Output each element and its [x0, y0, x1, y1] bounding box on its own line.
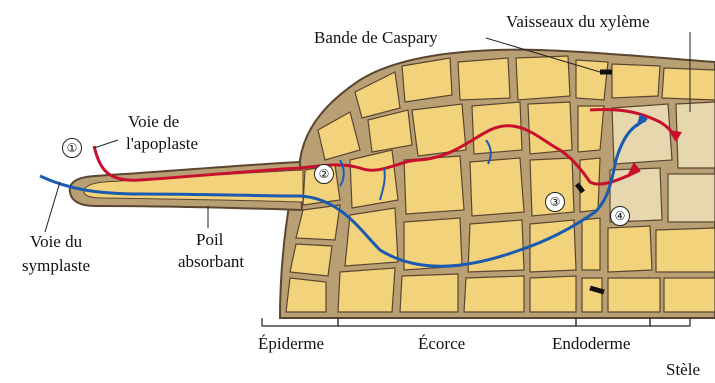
- cortex-cell: [345, 208, 398, 266]
- label-poil-absorbant-line2: absorbant: [178, 252, 244, 271]
- cortex-cell: [400, 274, 458, 312]
- xylem-vessel: [668, 174, 715, 222]
- cortex-cell: [530, 276, 576, 312]
- cortex-cell: [464, 276, 524, 312]
- cortex-cell: [404, 156, 464, 214]
- pericycle-cell: [662, 68, 715, 100]
- label-vaisseaux-xyleme: Vaisseaux du xylème: [506, 12, 650, 31]
- endodermis-cell: [582, 218, 600, 270]
- cortex-cell: [468, 220, 524, 272]
- label-voie-apoplaste-line1: Voie de: [128, 112, 179, 131]
- pericycle-cell: [608, 226, 652, 272]
- endodermis-cell: [582, 278, 602, 312]
- cortex-cell: [458, 58, 510, 100]
- label-ecorce: Écorce: [418, 334, 465, 353]
- epidermis-cell: [286, 278, 326, 312]
- xylem-vessel: [676, 102, 715, 168]
- bracket-ecorce: [338, 318, 576, 326]
- pointer-apoplaste: [94, 140, 118, 148]
- label-voie-symplaste-line1: Voie du: [30, 232, 82, 251]
- epidermis-cell: [402, 58, 452, 102]
- label-voie-apoplaste-line2: l'apoplaste: [126, 134, 198, 153]
- cortex-cell: [528, 102, 572, 154]
- marker-4: ④: [610, 206, 630, 226]
- epidermis-cell: [290, 244, 332, 276]
- epidermis-cell: [296, 205, 340, 240]
- pericycle-cell: [656, 228, 715, 272]
- bracket-stele: [650, 318, 690, 326]
- pointer-symplaste: [45, 182, 60, 232]
- label-stele: Stèle: [666, 360, 700, 379]
- pericycle-cell: [664, 278, 715, 312]
- cortex-cell: [350, 150, 398, 208]
- label-endoderme: Endoderme: [552, 334, 630, 353]
- marker-1: ①: [62, 138, 82, 158]
- label-voie-symplaste-line2: symplaste: [22, 256, 90, 275]
- label-poil-absorbant-line1: Poil: [196, 230, 223, 249]
- marker-2: ②: [314, 164, 334, 184]
- cortex-cell: [338, 268, 395, 312]
- label-epiderme: Épiderme: [258, 334, 324, 353]
- bracket-epiderme: [262, 318, 338, 326]
- pericycle-cell: [612, 64, 660, 98]
- xylem-vessel: [612, 104, 672, 164]
- bracket-endoderme: [576, 318, 650, 326]
- cortex-cell: [470, 158, 524, 216]
- cortex-cell: [516, 56, 570, 100]
- zone-brackets: [262, 318, 690, 326]
- label-bande-caspary: Bande de Caspary: [314, 28, 438, 47]
- endodermis-cell: [578, 106, 604, 152]
- pericycle-cell: [608, 278, 660, 312]
- marker-3: ③: [545, 192, 565, 212]
